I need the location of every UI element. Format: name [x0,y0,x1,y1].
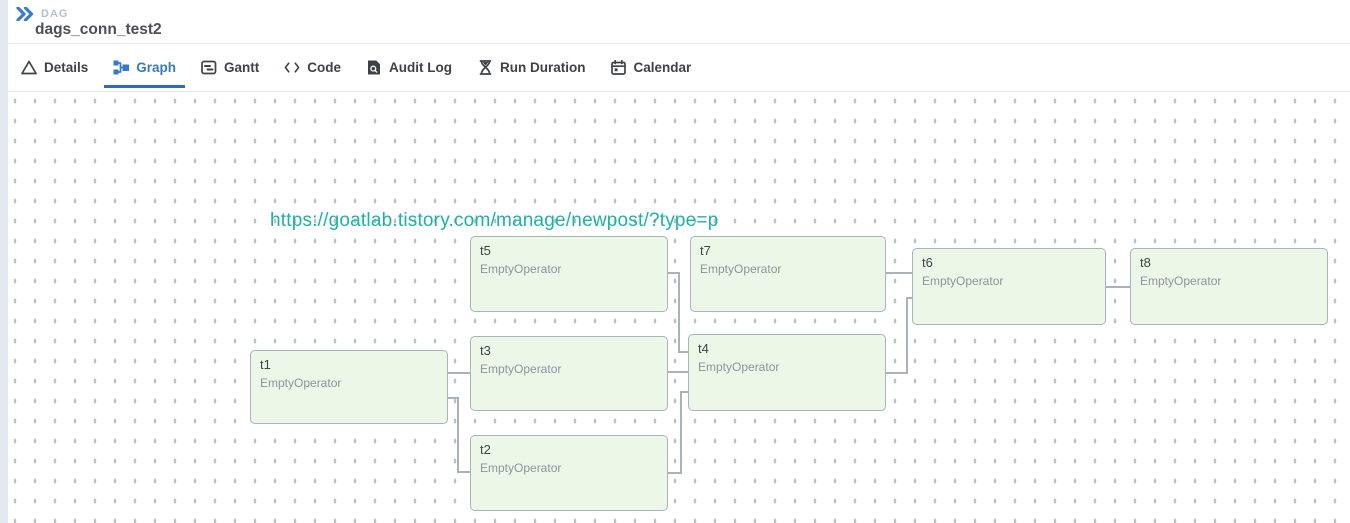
watermark-url: https://goatlab.tistory.com/manage/newpo… [270,210,719,231]
tab-code[interactable]: Code [275,44,350,91]
tab-details[interactable]: Details [12,44,97,91]
edge-t4-t6 [886,297,912,374]
double-chevron-right-icon[interactable] [16,7,34,21]
tab-label: Run Duration [500,60,586,75]
dag-title: dags_conn_test2 [35,21,162,38]
hourglass-icon [477,60,493,76]
tab-label: Gantt [224,60,260,75]
edge-t5-t4 [668,272,688,353]
edge-t2-t4 [668,391,688,474]
task-id: t5 [480,243,491,258]
task-operator: EmptyOperator [480,460,562,475]
task-operator: EmptyOperator [480,361,562,376]
task-id: t1 [260,357,271,372]
tab-label: Audit Log [389,60,453,75]
task-id: t3 [480,343,491,358]
tab-label: Details [44,60,89,75]
task-operator: EmptyOperator [1140,273,1222,288]
graph-nodes-icon [113,60,130,76]
left-gutter [0,0,8,523]
warning-triangle-icon [21,60,37,76]
breadcrumb: DAG [16,7,68,21]
tab-label: Calendar [633,60,692,75]
task-operator: EmptyOperator [480,261,562,276]
tab-calendar[interactable]: Calendar [602,44,701,91]
task-operator: EmptyOperator [260,375,342,390]
task-id: t7 [700,243,711,258]
task-operator: EmptyOperator [922,273,1004,288]
task-id: t4 [698,341,709,356]
tab-label: Code [307,60,342,75]
tab-gantt[interactable]: Gantt [192,44,268,91]
gantt-icon [201,60,217,76]
task-operator: EmptyOperator [700,261,782,276]
edge-t1-t2 [448,397,470,473]
tab-graph[interactable]: Graph [104,44,185,91]
tab-bar: Details Graph Gantt Code Audit Log Run Durati… [8,44,1350,92]
graph-canvas[interactable]: https://goatlab.tistory.com/manage/newpo… [8,92,1350,523]
breadcrumb-label: DAG [41,8,69,20]
tab-audit-log[interactable]: Audit Log [357,44,461,91]
tab-run-duration[interactable]: Run Duration [468,44,595,91]
task-operator: EmptyOperator [698,359,780,374]
calendar-icon [611,60,627,76]
task-id: t8 [1140,255,1151,270]
dag-header: DAG dags_conn_test2 [8,0,1350,44]
tab-label: Graph [136,60,177,75]
task-id: t2 [480,442,491,457]
task-id: t6 [922,255,933,270]
code-icon [284,60,300,76]
audit-log-icon [366,60,382,76]
